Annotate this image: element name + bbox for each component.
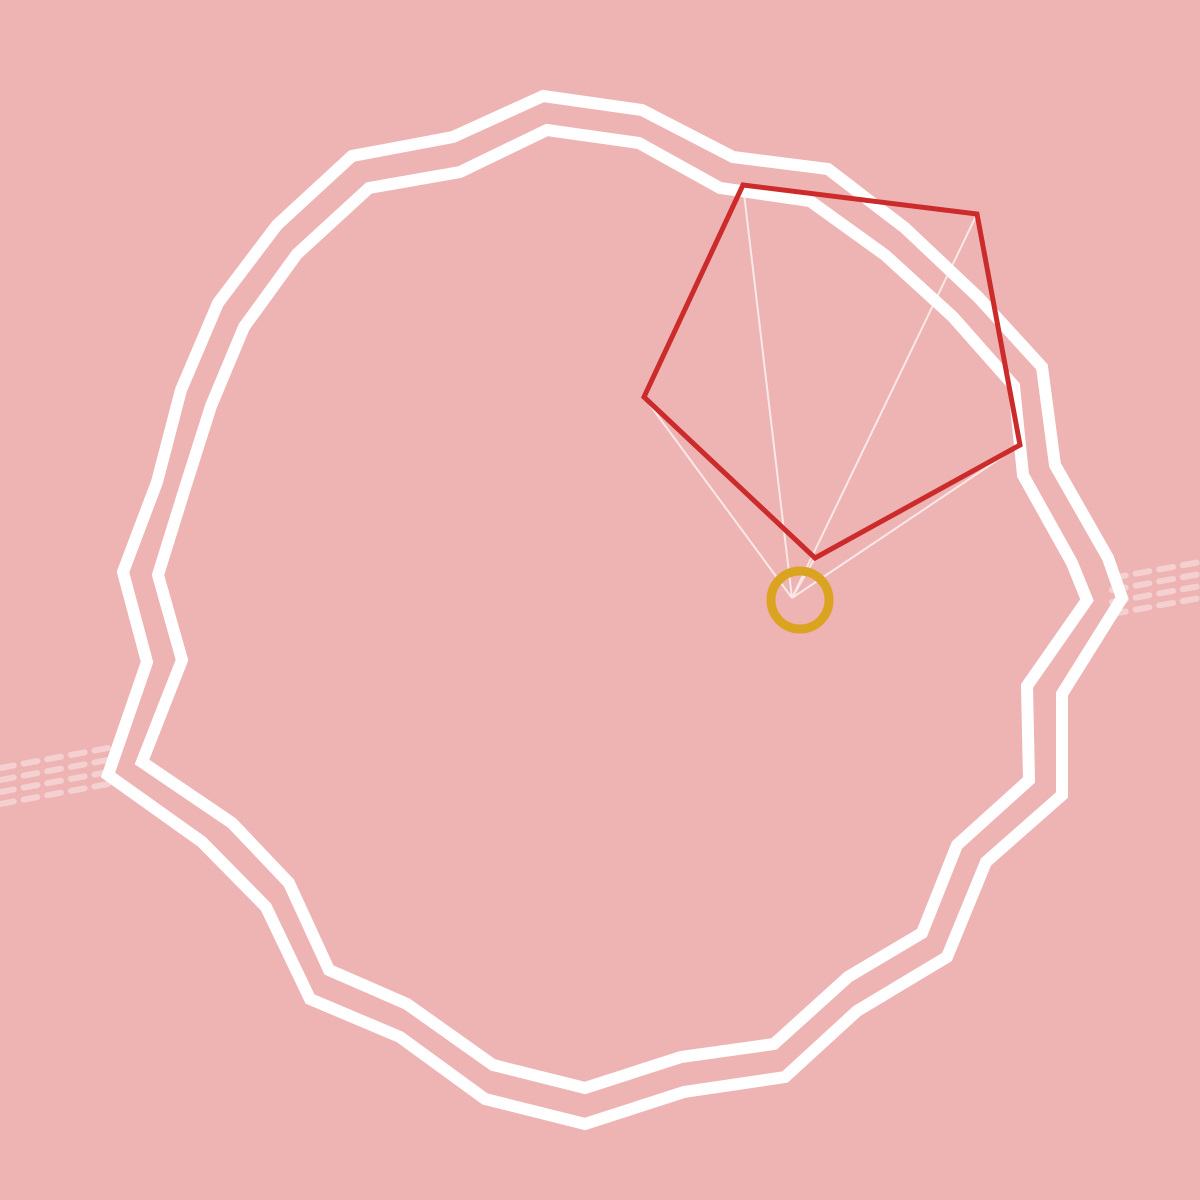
guide-line	[791, 213, 978, 599]
guide-line	[791, 557, 816, 599]
exit-marks-left	[0, 745, 111, 807]
guide-line	[791, 444, 1021, 599]
target-ring[interactable]	[766, 566, 834, 634]
player-pentagon[interactable]	[640, 182, 1023, 562]
guide-lines	[643, 184, 1021, 599]
track-inner-edge	[134, 123, 1094, 1095]
guide-line	[643, 396, 793, 599]
